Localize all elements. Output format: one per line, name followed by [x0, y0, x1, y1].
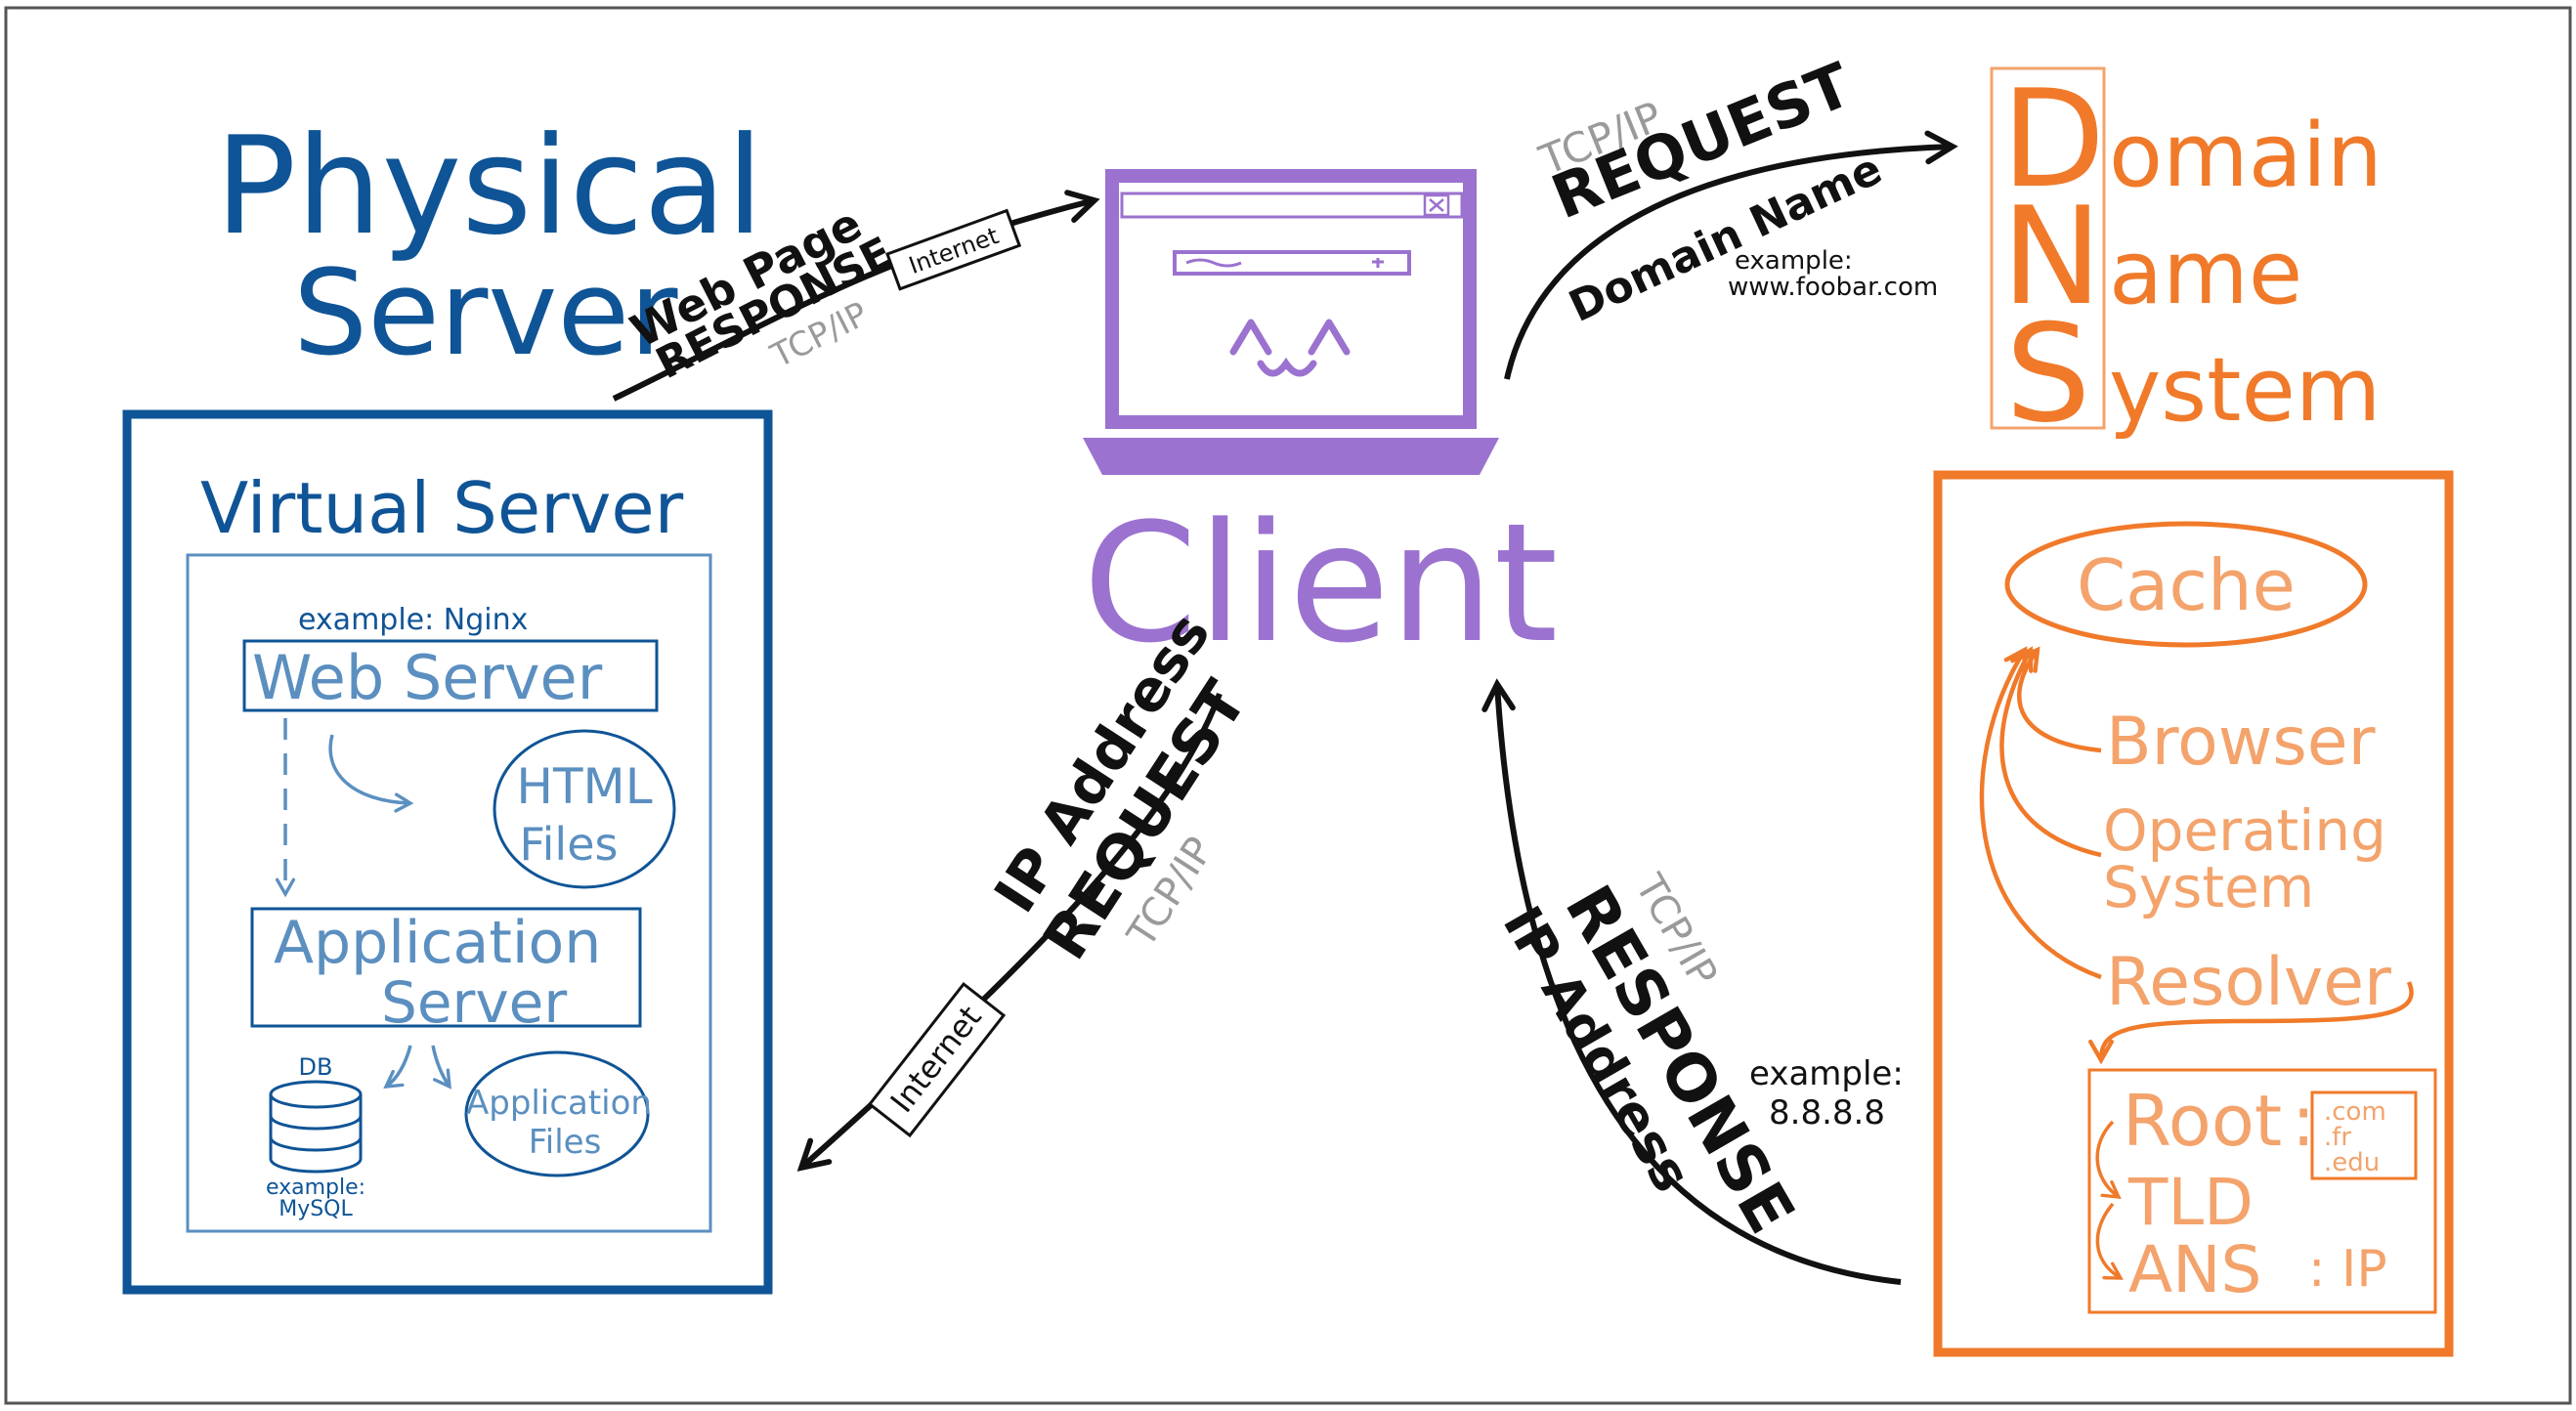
- ip-example-line1: example:: [1749, 1054, 1904, 1093]
- app-server-box: [250, 907, 642, 1028]
- virtual-server-box: [186, 553, 712, 1233]
- db-example-line1: example:: [266, 1176, 365, 1200]
- app-server-line1: Application: [274, 909, 601, 977]
- os-to-cache-arrow: [1999, 646, 2102, 858]
- tld-fr: .fr: [2324, 1123, 2351, 1152]
- resolver-to-cache-arrow: [1979, 646, 2102, 980]
- tld-com: .com: [2324, 1097, 2386, 1127]
- response-ip-arrow-group: TCP/IP RESPONSE IP Address example: 8.8.…: [1481, 678, 1904, 1285]
- web-server-example: example: Nginx: [298, 603, 528, 637]
- app-files-ellipse: [464, 1050, 650, 1177]
- resolver-label: Resolver: [2106, 944, 2391, 1021]
- database-icon: [269, 1080, 363, 1174]
- request-ip-arrow-group: IP Address REQUEST TCP/IP Internet: [796, 602, 1261, 1172]
- db-example-line2: MySQL: [279, 1197, 353, 1221]
- web-to-html-arrow: [328, 734, 414, 813]
- dns-word-domain: omain: [2109, 105, 2383, 207]
- resolver-hierarchy-box: [2087, 1068, 2437, 1314]
- web-server-box: [242, 639, 659, 712]
- physical-server-title-line1: Physical: [215, 107, 763, 265]
- tld-to-ans-arrow: [2095, 1202, 2124, 1280]
- ans-label: ANS: [2128, 1232, 2261, 1307]
- virtual-server-title: Virtual Server: [200, 467, 684, 549]
- dns-acronym-box: [1990, 66, 2106, 430]
- physical-server-box: [122, 409, 773, 1295]
- os-label-line1: Operating: [2103, 797, 2386, 864]
- app-files-line2: Files: [529, 1123, 602, 1162]
- app-files-line1: Application: [466, 1084, 652, 1123]
- domain-example-line1: example:: [1735, 246, 1853, 276]
- root-label: Root: [2123, 1080, 2282, 1162]
- dns-word-system: ystem: [2109, 339, 2381, 442]
- domain-example-line2: www.foobar.com: [1728, 273, 1938, 302]
- client-group: Client: [1083, 169, 1558, 679]
- os-label-line2: System: [2103, 854, 2314, 920]
- internet-box-top: [885, 208, 1022, 291]
- resolver-to-root-arrow: [2088, 981, 2414, 1065]
- ans-ip-label: : IP: [2308, 1240, 2387, 1299]
- tld-edu: .edu: [2324, 1148, 2380, 1177]
- tld-label: TLD: [2127, 1165, 2254, 1240]
- dns-letter-d: D: [2001, 61, 2105, 218]
- db-label: DB: [299, 1053, 333, 1081]
- root-to-tld-arrow: [2095, 1120, 2122, 1199]
- html-files-line2: Files: [520, 818, 619, 871]
- dns-resolution-box: [1933, 470, 2454, 1357]
- diagram-frame: [4, 6, 2572, 1405]
- cache-label: Cache: [2077, 544, 2296, 626]
- laptop-icon: [1083, 169, 1499, 475]
- client-label: Client: [1083, 488, 1558, 679]
- dns-letter-n: N: [2001, 178, 2102, 335]
- html-files-line1: HTML: [516, 758, 652, 815]
- ip-example-line2: 8.8.8.8: [1769, 1093, 1885, 1133]
- app-to-db-arrow: [383, 1045, 412, 1089]
- html-files-ellipse: [493, 729, 676, 889]
- internet-box-bottom: [867, 981, 1007, 1138]
- physical-server-title-line2: Server: [293, 246, 678, 382]
- web-server-label: Web Server: [252, 642, 603, 713]
- browser-to-cache-arrow: [2015, 646, 2102, 753]
- physical-server-group: Physical Server Virtual Server example: …: [122, 107, 773, 1295]
- dns-group: D N S omain ame ystem Cache Browser Oper…: [1933, 61, 2454, 1357]
- browser-label: Browser: [2106, 704, 2376, 781]
- app-to-files-arrow: [431, 1045, 451, 1090]
- tld-list-box: [2310, 1090, 2418, 1180]
- dns-letter-s: S: [2005, 295, 2091, 452]
- request-domain-arrow-group: TCP/IP REQUEST Domain Name example: www.…: [1504, 49, 1958, 380]
- cache-ellipse: [2004, 521, 2368, 648]
- dns-word-name: ame: [2109, 222, 2302, 324]
- request-domain-arrow: [1504, 130, 1958, 380]
- response-ip-arrow: [1481, 678, 1902, 1285]
- app-server-line2: Server: [381, 969, 567, 1036]
